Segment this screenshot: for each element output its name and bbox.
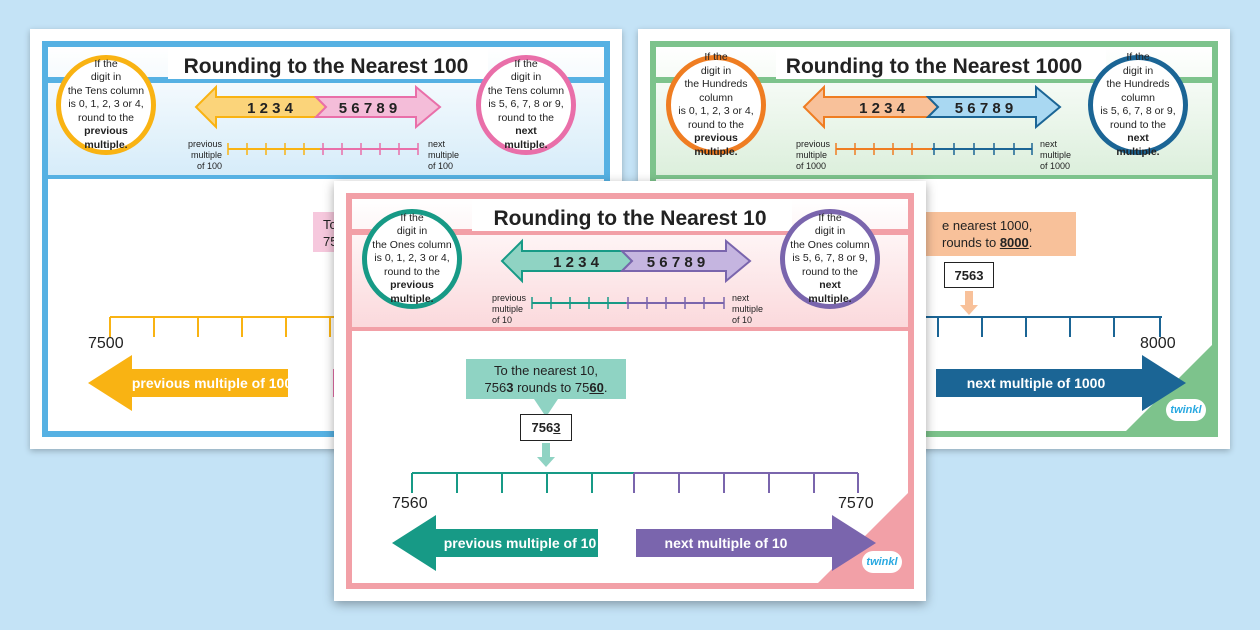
digits-low: 1 2 3 4	[247, 100, 294, 117]
poster-title: Rounding to the Nearest 10	[493, 207, 767, 230]
poster-title: Rounding to the Nearest 100	[183, 55, 469, 78]
twinkl-logo: twinkl	[862, 551, 902, 573]
number-box: 7563	[944, 262, 994, 288]
twinkl-logo: twinkl	[1166, 399, 1206, 421]
callout-box	[466, 359, 626, 417]
next-multiple-arrow: next multiple of 1000	[936, 355, 1186, 411]
digits-low: 1 2 3 4	[859, 100, 906, 117]
number-box: 7563	[520, 414, 572, 441]
poster-nearest-100: 1 2 3 4 5 6 7 8 9 Rounding to the Neares…	[30, 29, 622, 449]
digits-high: 5 6 7 8 9	[647, 254, 705, 271]
previous-multiple-arrow: previous multiple of 100	[88, 355, 288, 411]
number-line	[109, 316, 348, 337]
poster-frame: 1 2 3 4 5 6 7 8 9 Rounding to the Neares…	[650, 41, 1218, 437]
number-line	[926, 291, 1162, 337]
svg-text:next multiple of 10: next multiple of 10	[665, 535, 788, 551]
number-line	[411, 443, 859, 493]
svg-text:previous multiple of 10: previous multiple of 10	[444, 535, 597, 551]
poster-frame: 1 2 3 4 5 6 7 8 9 Rounding to the Neares…	[42, 41, 610, 437]
poster-frame: 1 2 3 4 5 6 7 8 9 Rounding to the Neares…	[346, 193, 914, 589]
poster-nearest-10: 1 2 3 4 5 6 7 8 9 Rounding to the Neares…	[334, 181, 926, 601]
next-multiple-arrow: next multiple of 10	[636, 515, 876, 571]
number-line-start-value: 7500	[88, 335, 124, 352]
previous-multiple-arrow: previous multiple of 10	[392, 515, 598, 571]
digits-low: 1 2 3 4	[553, 254, 600, 271]
callout-box: e nearest 1000, rounds to 8000.	[926, 212, 1076, 256]
poster-title: Rounding to the Nearest 1000	[785, 55, 1083, 78]
svg-text:previous multiple of 100: previous multiple of 100	[132, 375, 288, 391]
digits-high: 5 6 7 8 9	[339, 100, 397, 117]
callout-text: To the nearest 10, 7563 rounds to 7560.	[484, 363, 608, 395]
digits-high: 5 6 7 8 9	[955, 100, 1013, 117]
svg-text:next multiple of 1000: next multiple of 1000	[967, 375, 1106, 391]
right-arrow-shape	[313, 84, 442, 130]
number-line-start-value: 7560	[392, 495, 428, 512]
